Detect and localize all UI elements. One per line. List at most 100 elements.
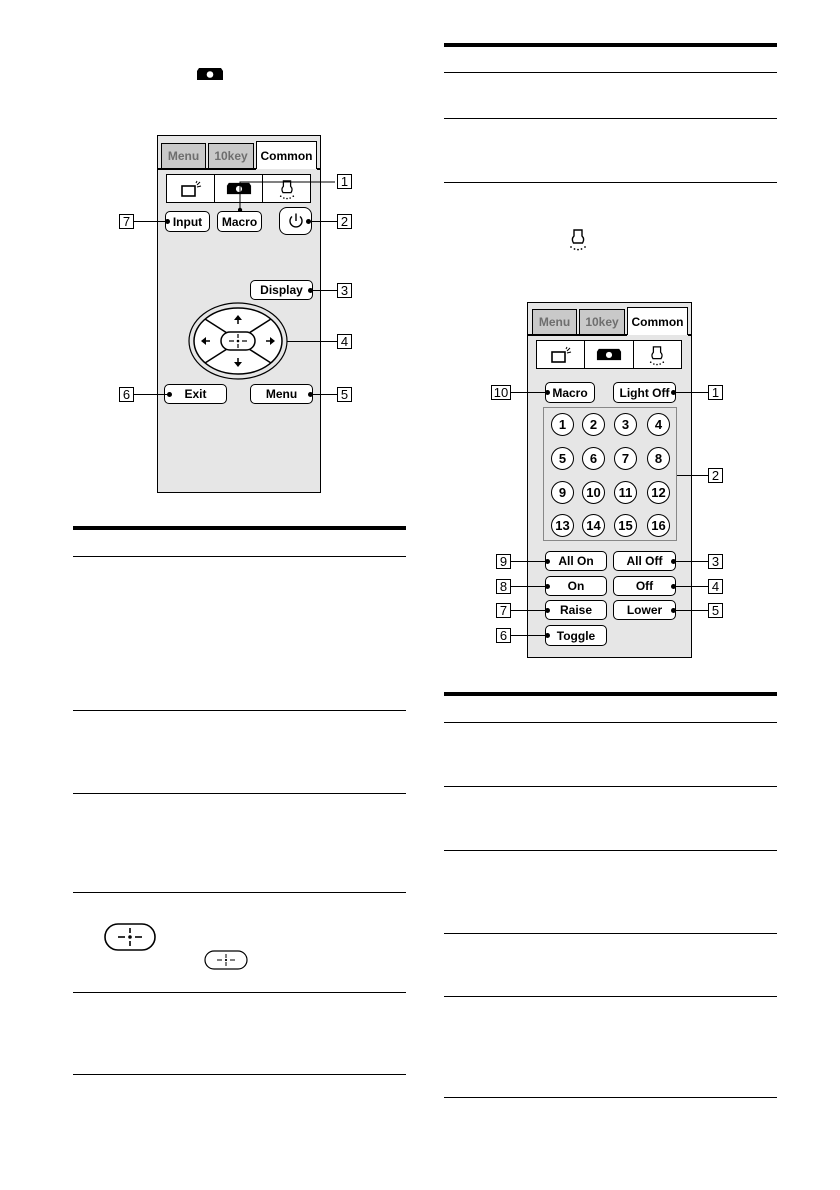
- light-mode-button[interactable]: [263, 175, 310, 202]
- display-button[interactable]: Display: [250, 280, 313, 300]
- callout-3-leader: [310, 290, 337, 291]
- table-row-rule: [444, 72, 777, 73]
- callout-2: 2: [337, 214, 352, 229]
- table-row-rule: [444, 118, 777, 119]
- light-mode-icon: [650, 345, 665, 365]
- callout-6-leader: [134, 394, 170, 395]
- callout-4: 4: [337, 334, 352, 349]
- arrow-left-icon: [201, 337, 210, 345]
- key-10[interactable]: 10: [582, 481, 605, 504]
- callout-5-leader: [310, 394, 337, 395]
- arrow-up-icon: [234, 315, 242, 324]
- input-button[interactable]: Input: [165, 211, 210, 232]
- key-11[interactable]: 11: [614, 481, 637, 504]
- power-button[interactable]: [279, 207, 312, 235]
- leader-dot: [308, 288, 313, 293]
- key-2[interactable]: 2: [582, 413, 605, 436]
- table-top-rule: [444, 692, 777, 696]
- callout-2-leader: [677, 475, 708, 476]
- menu-button[interactable]: Menu: [250, 384, 313, 404]
- table-row-rule: [73, 892, 406, 893]
- callout-9-leader: [511, 561, 548, 562]
- table-row-rule: [444, 786, 777, 787]
- table-bottom-rule: [444, 182, 777, 183]
- on-button[interactable]: On: [545, 576, 607, 596]
- all-off-button[interactable]: All Off: [613, 551, 676, 571]
- enter-icon: [204, 950, 248, 970]
- leader-dot: [545, 390, 550, 395]
- macro-button[interactable]: Macro: [217, 211, 262, 232]
- leader-dot: [165, 219, 170, 224]
- callout-6-leader: [511, 635, 548, 636]
- toggle-button[interactable]: Toggle: [545, 625, 607, 646]
- key-12[interactable]: 12: [647, 481, 670, 504]
- key-7[interactable]: 7: [614, 447, 637, 470]
- tab-menu[interactable]: Menu: [532, 309, 577, 334]
- light-mode-icon: [279, 179, 294, 199]
- exit-button[interactable]: Exit: [164, 384, 227, 404]
- key-3[interactable]: 3: [614, 413, 637, 436]
- tab-baseline: [527, 334, 627, 336]
- tv-mode-icon: [550, 346, 571, 363]
- tab-menu[interactable]: Menu: [161, 143, 206, 168]
- tv-mode-button[interactable]: [537, 341, 586, 368]
- callout-10-leader: [511, 392, 548, 393]
- light-mode-icon: [568, 227, 588, 251]
- callout-7-leader: [134, 221, 168, 222]
- callout-5-leader: [674, 610, 708, 611]
- table-bottom-rule: [444, 1097, 777, 1098]
- callout-6: 6: [119, 387, 134, 402]
- light-mode-button[interactable]: [634, 341, 681, 368]
- leader-dot: [545, 584, 550, 589]
- callout-1-leader: [238, 181, 335, 212]
- lower-button[interactable]: Lower: [613, 600, 676, 620]
- tab-common[interactable]: Common: [256, 141, 317, 169]
- key-5[interactable]: 5: [551, 447, 574, 470]
- tab-baseline: [317, 168, 321, 170]
- arrow-down-icon: [234, 358, 242, 367]
- tab-10key[interactable]: 10key: [208, 143, 254, 168]
- key-6[interactable]: 6: [582, 447, 605, 470]
- callout-3: 3: [708, 554, 723, 569]
- camera-mode-button[interactable]: [585, 341, 634, 368]
- key-14[interactable]: 14: [582, 514, 605, 537]
- arrow-right-icon: [266, 337, 275, 345]
- direction-pad[interactable]: [187, 301, 289, 381]
- leader-dot: [545, 559, 550, 564]
- tab-baseline: [688, 334, 692, 336]
- leader-dot: [545, 608, 550, 613]
- table-top-rule: [444, 43, 777, 47]
- callout-1: 1: [337, 174, 352, 189]
- key-1[interactable]: 1: [551, 413, 574, 436]
- tab-baseline: [157, 168, 256, 170]
- leader-dot: [671, 584, 676, 589]
- callout-4-leader: [674, 586, 708, 587]
- key-13[interactable]: 13: [551, 514, 574, 537]
- table-row-rule: [444, 996, 777, 997]
- key-4[interactable]: 4: [647, 413, 670, 436]
- callout-1-leader: [674, 392, 708, 393]
- callout-5: 5: [337, 387, 352, 402]
- table-row-rule: [73, 992, 406, 993]
- tab-10key[interactable]: 10key: [579, 309, 625, 334]
- key-16[interactable]: 16: [647, 514, 670, 537]
- leader-dot: [308, 392, 313, 397]
- raise-button[interactable]: Raise: [545, 600, 607, 620]
- macro-button[interactable]: Macro: [545, 382, 595, 403]
- all-on-button[interactable]: All On: [545, 551, 607, 571]
- key-9[interactable]: 9: [551, 481, 574, 504]
- callout-3: 3: [337, 283, 352, 298]
- tab-common[interactable]: Common: [627, 307, 688, 335]
- key-8[interactable]: 8: [647, 447, 670, 470]
- callout-7: 7: [496, 603, 511, 618]
- table-row-rule: [73, 710, 406, 711]
- light-off-button[interactable]: Light Off: [613, 382, 676, 403]
- leader-dot: [671, 390, 676, 395]
- key-15[interactable]: 15: [614, 514, 637, 537]
- tv-mode-button[interactable]: [167, 175, 215, 202]
- off-button[interactable]: Off: [613, 576, 676, 596]
- table-bottom-rule: [73, 1074, 406, 1075]
- table-top-rule: [73, 526, 406, 530]
- callout-2-leader: [308, 221, 337, 222]
- leader-dot: [545, 633, 550, 638]
